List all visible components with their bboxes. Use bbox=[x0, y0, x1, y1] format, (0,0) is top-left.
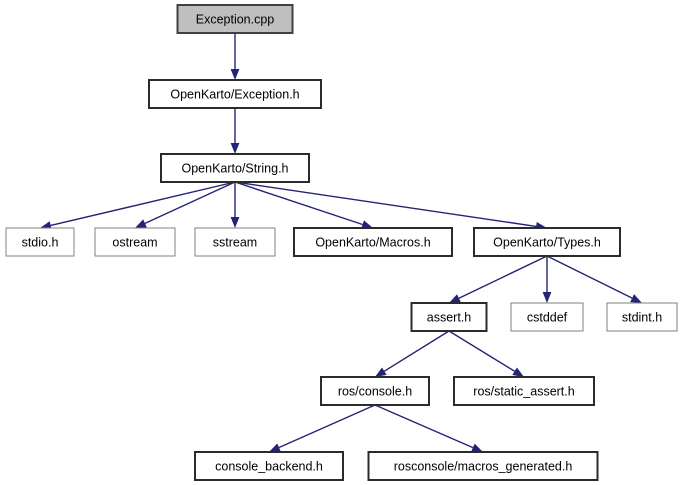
arrowhead-icon bbox=[471, 443, 483, 452]
graph-node-ostream[interactable]: ostream bbox=[94, 227, 176, 257]
node-label: cstddef bbox=[527, 310, 568, 324]
graph-node-ros-static-assert-h[interactable]: ros/static_assert.h bbox=[453, 376, 595, 406]
edge-line bbox=[144, 181, 236, 225]
edge-line bbox=[448, 330, 515, 372]
graph-edge bbox=[449, 255, 548, 303]
graph-edge bbox=[234, 181, 373, 229]
node-box[interactable] bbox=[176, 4, 294, 34]
node-box[interactable] bbox=[160, 153, 310, 183]
node-label: ros/console.h bbox=[338, 384, 412, 398]
node-label: Exception.cpp bbox=[196, 12, 275, 26]
node-box[interactable] bbox=[320, 376, 430, 406]
graph-node-openkarto-string-h[interactable]: OpenKarto/String.h bbox=[160, 153, 310, 183]
node-box[interactable] bbox=[473, 227, 621, 257]
arrowhead-icon bbox=[449, 294, 461, 303]
node-box[interactable] bbox=[148, 79, 322, 109]
arrowhead-icon bbox=[361, 220, 373, 229]
node-label: ostream bbox=[112, 235, 157, 249]
node-label: stdint.h bbox=[622, 310, 662, 324]
graph-edge bbox=[269, 404, 376, 452]
node-label: assert.h bbox=[427, 310, 472, 324]
graph-node-assert-h[interactable]: assert.h bbox=[410, 302, 488, 332]
edge-line bbox=[374, 404, 474, 449]
graph-node-exception-cpp[interactable]: Exception.cpp bbox=[176, 4, 294, 34]
edge-line bbox=[234, 181, 363, 226]
arrowhead-icon bbox=[230, 143, 240, 154]
graph-edge bbox=[374, 404, 483, 452]
graph-node-openkarto-macros-h[interactable]: OpenKarto/Macros.h bbox=[293, 227, 453, 257]
graph-edge bbox=[234, 181, 547, 231]
node-box[interactable] bbox=[94, 227, 176, 257]
node-label: rosconsole/macros_generated.h bbox=[394, 459, 573, 473]
graph-node-stdio-h[interactable]: stdio.h bbox=[5, 227, 75, 257]
arrowhead-icon bbox=[135, 219, 147, 228]
arrowhead-icon bbox=[630, 294, 642, 303]
node-label: OpenKarto/Exception.h bbox=[170, 87, 299, 101]
arrowhead-icon bbox=[542, 292, 552, 303]
graph-edge bbox=[230, 33, 240, 80]
node-label: ros/static_assert.h bbox=[473, 384, 574, 398]
node-box[interactable] bbox=[410, 302, 488, 332]
graph-node-sstream[interactable]: sstream bbox=[194, 227, 276, 257]
graph-node-stdint-h[interactable]: stdint.h bbox=[606, 302, 678, 332]
graph-node-cstddef[interactable]: cstddef bbox=[510, 302, 584, 332]
graph-edge bbox=[135, 181, 236, 228]
graph-node-openkarto-types-h[interactable]: OpenKarto/Types.h bbox=[473, 227, 621, 257]
edge-line bbox=[546, 255, 633, 299]
edge-line bbox=[458, 255, 548, 299]
node-box[interactable] bbox=[194, 227, 276, 257]
node-label: console_backend.h bbox=[215, 459, 323, 473]
arrowhead-icon bbox=[230, 217, 240, 228]
graph-edge bbox=[546, 255, 642, 303]
node-box[interactable] bbox=[453, 376, 595, 406]
node-box[interactable] bbox=[367, 451, 599, 481]
edge-line bbox=[50, 181, 236, 227]
graph-node-openkarto-exception-h[interactable]: OpenKarto/Exception.h bbox=[148, 79, 322, 109]
graph-edge bbox=[375, 330, 450, 377]
edge-layer bbox=[40, 33, 642, 452]
node-layer: Exception.cppOpenKarto/Exception.hOpenKa… bbox=[5, 4, 678, 481]
node-label: sstream bbox=[213, 235, 257, 249]
graph-edge bbox=[230, 182, 240, 228]
graph-node-rosconsole-macros-h[interactable]: rosconsole/macros_generated.h bbox=[367, 451, 599, 481]
node-label: OpenKarto/String.h bbox=[181, 161, 288, 175]
graph-edge bbox=[230, 108, 240, 154]
graph-node-ros-console-h[interactable]: ros/console.h bbox=[320, 376, 430, 406]
node-box[interactable] bbox=[5, 227, 75, 257]
graph-node-console-backend-h[interactable]: console_backend.h bbox=[194, 451, 344, 481]
edge-line bbox=[278, 404, 376, 449]
edge-line bbox=[383, 330, 450, 372]
arrowhead-icon bbox=[230, 69, 240, 80]
node-box[interactable] bbox=[194, 451, 344, 481]
graph-edge bbox=[448, 330, 524, 377]
arrowhead-icon bbox=[375, 367, 387, 377]
node-box[interactable] bbox=[510, 302, 584, 332]
graph-edge bbox=[542, 256, 552, 303]
node-label: stdio.h bbox=[22, 235, 59, 249]
node-box[interactable] bbox=[293, 227, 453, 257]
node-box[interactable] bbox=[606, 302, 678, 332]
edge-line bbox=[234, 181, 537, 228]
node-label: OpenKarto/Types.h bbox=[493, 235, 601, 249]
arrowhead-icon bbox=[512, 367, 524, 377]
graph-edge bbox=[40, 181, 236, 230]
node-label: OpenKarto/Macros.h bbox=[315, 235, 430, 249]
arrowhead-icon bbox=[269, 443, 281, 452]
